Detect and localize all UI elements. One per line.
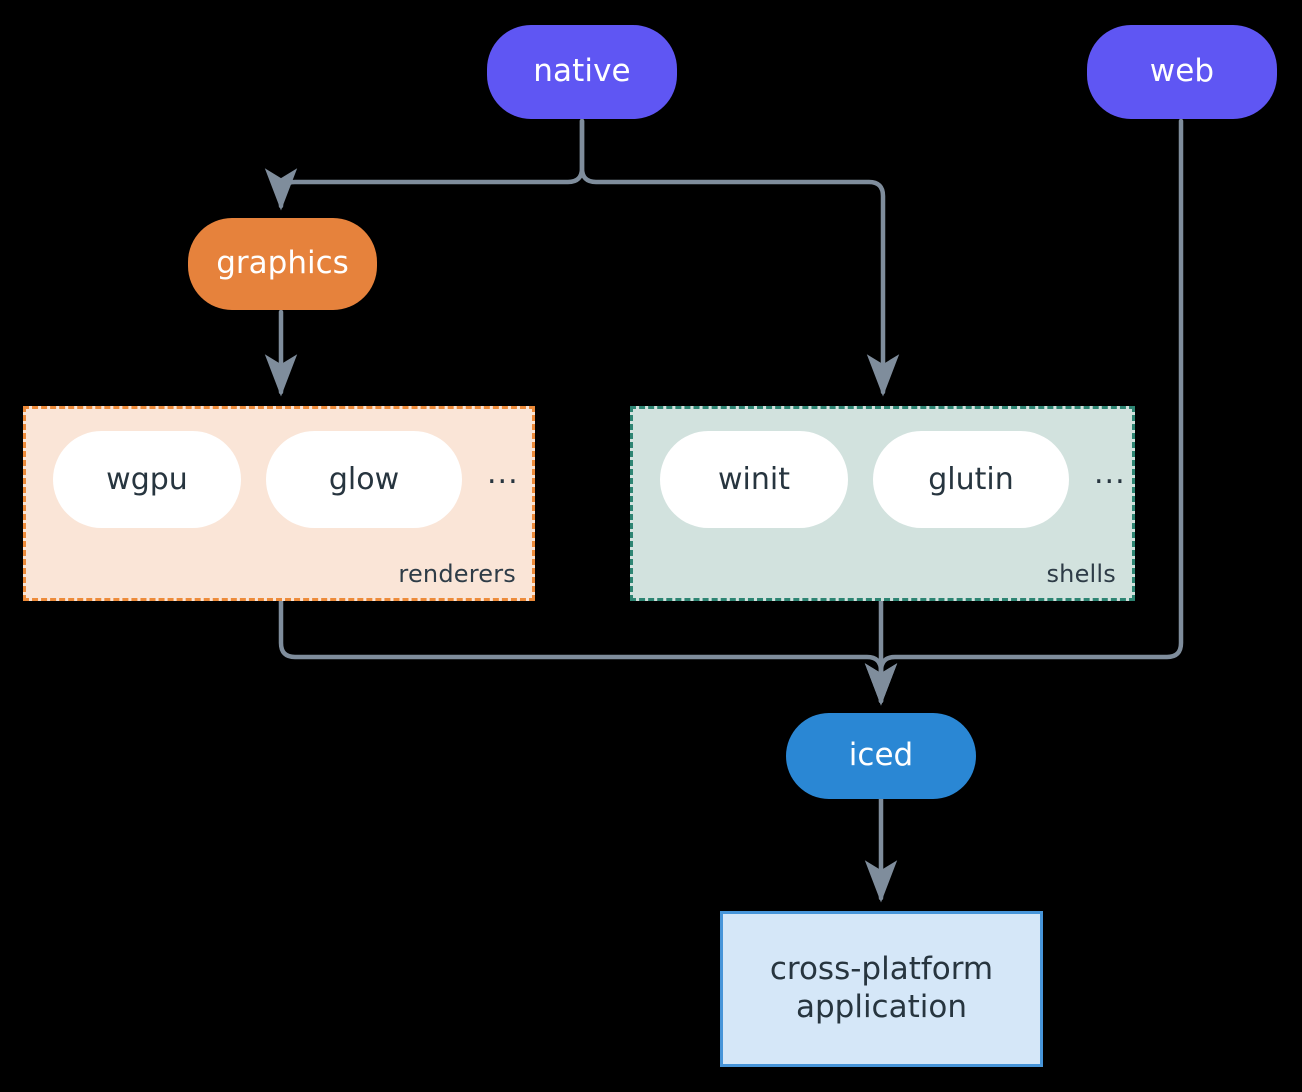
group-label-renderers: renderers	[398, 560, 516, 588]
group-shells: winit glutin ... shells	[630, 406, 1135, 601]
group-renderers: wgpu glow ... renderers	[23, 406, 535, 601]
shells-overflow-ellipsis: ...	[1094, 455, 1126, 491]
node-native[interactable]: native	[487, 25, 677, 119]
shells-item-winit[interactable]: winit	[660, 431, 848, 528]
node-cross-platform-application[interactable]: cross-platform application	[720, 911, 1043, 1067]
renderers-overflow-ellipsis: ...	[487, 455, 519, 491]
node-iced[interactable]: iced	[786, 713, 976, 799]
node-web[interactable]: web	[1087, 25, 1277, 119]
node-graphics[interactable]: graphics	[188, 218, 377, 310]
edge-native-to-graphics	[264, 118, 585, 211]
shells-item-glutin[interactable]: glutin	[873, 431, 1069, 528]
renderers-item-wgpu[interactable]: wgpu	[53, 431, 241, 528]
renderers-item-list: wgpu glow ...	[53, 431, 519, 528]
shells-item-list: winit glutin ...	[660, 431, 1126, 528]
renderers-item-glow[interactable]: glow	[266, 431, 462, 528]
group-label-shells: shells	[1046, 560, 1116, 588]
edge-native-to-shells	[579, 118, 900, 397]
edge-renderers-to-iced	[278, 598, 898, 706]
